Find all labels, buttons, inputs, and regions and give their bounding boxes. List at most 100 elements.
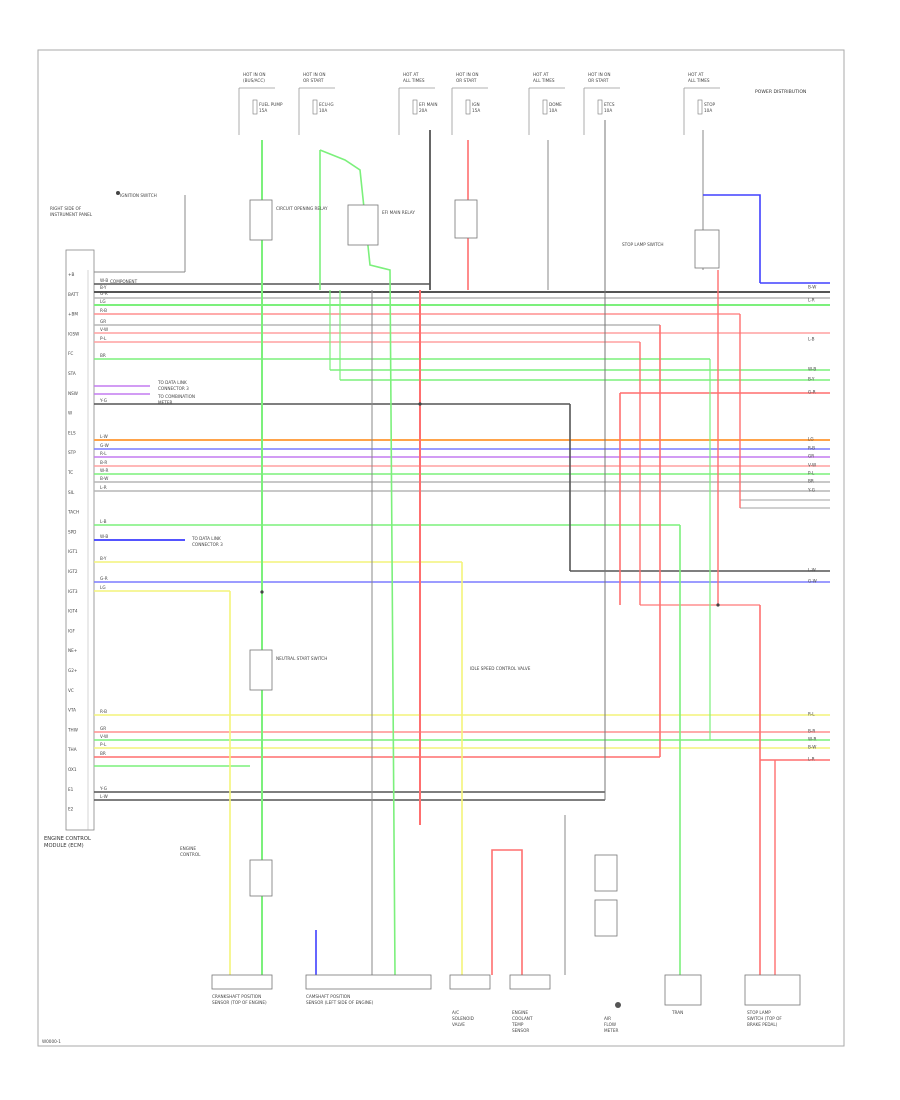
wire-label-left-12: R-L	[100, 451, 107, 456]
wire-label-left-21: LG	[100, 585, 106, 590]
fuse-top-0: HOT IN ON	[243, 72, 265, 77]
fuse-name-5: ETCS	[604, 102, 615, 107]
wire-label-right-4: B-Y	[808, 377, 815, 382]
wire-label-left-8: BR	[100, 353, 106, 358]
ecm-pin-3: IGSW	[68, 331, 79, 336]
wire-label-right-13: L-W	[808, 568, 816, 573]
wire-label-left-17: L-B	[100, 519, 107, 524]
ecm-pin-24: THA	[67, 747, 77, 752]
wire-label-right-9: V-W	[808, 463, 816, 468]
fuse-top-2: HOT AT	[403, 72, 419, 77]
fuse-top-1: HOT IN ON	[303, 72, 325, 77]
wire-label-right-3: W-B	[808, 367, 816, 372]
connector-ac-solenoid	[449, 974, 491, 990]
ecm-note-4: CONNECTOR 3	[158, 386, 189, 391]
wire-label-right-15: R-L	[808, 712, 815, 717]
wire-label-left-3: LG	[100, 299, 106, 304]
ecm-pin-7: W	[68, 411, 72, 416]
wire-label-left-26: BR	[100, 751, 106, 756]
fuse-amp-6: 10A	[704, 108, 712, 113]
fuse-icon-2	[412, 99, 418, 115]
connector-tran	[664, 974, 702, 1006]
ecm-pin-2: +BM	[68, 312, 78, 317]
ecm-note-0: COMPONENT	[110, 279, 138, 284]
bottom-label-4-1: FLOW	[604, 1022, 616, 1027]
wire-label-right-10: P-L	[808, 471, 815, 476]
splice-1	[260, 590, 264, 594]
wire-label-right-19: L-R	[808, 757, 815, 762]
ecm-pin-19: NE+	[68, 648, 78, 653]
fuse-top-4: HOT AT	[533, 72, 549, 77]
wire-label-right-12: Y-G	[807, 488, 815, 493]
fuse-sub-6: ALL TIMES	[688, 78, 710, 83]
fuse-amp-0: 15A	[259, 108, 267, 113]
wire-label-right-0: B-W	[808, 285, 816, 290]
ecm-pin-25: OX1	[68, 767, 77, 772]
fuse-amp-1: 10A	[319, 108, 327, 113]
wire-label-left-10: L-W	[100, 434, 108, 439]
wire-label-left-18: W-B	[100, 534, 108, 539]
relay-label-2: IGNITION SWITCH	[120, 193, 157, 198]
ecm-pin-22: VTA	[68, 708, 76, 713]
fuse-name-2: EFI MAIN	[419, 102, 437, 107]
vwire-red-j	[491, 849, 523, 975]
bottom-label-3-1: COOLANT	[512, 1016, 533, 1021]
bottom-label-1-1: SENSOR (LEFT SIDE OF ENGINE)	[306, 1000, 374, 1005]
wire-label-left-23: GR	[100, 726, 106, 731]
ecm-notes: COMPONENT RIGHT SIDE OF INSTRUMENT PANEL…	[50, 206, 223, 857]
wire-label-left-20: G-R	[100, 576, 108, 581]
ecm-note-7: TO DATA LINK	[191, 536, 221, 541]
ecm-connector	[65, 249, 95, 831]
vwire-blue-a	[703, 194, 761, 283]
ecm-note-1: RIGHT SIDE OF	[50, 206, 82, 211]
bottom-label-3-2: TEMP	[511, 1022, 524, 1027]
wire-label-left-19: B-Y	[100, 556, 107, 561]
wire-label-right-17: W-R	[808, 737, 816, 742]
ecm-note-6: METER	[158, 400, 172, 405]
ecm-pin-5: STA	[68, 371, 76, 376]
horizontal-wires	[94, 282, 830, 801]
wire-label-left-15: B-W	[100, 476, 108, 481]
ecm-note-3: TO DATA LINK	[157, 380, 187, 385]
wire-label-left-24: V-W	[100, 734, 108, 739]
fuse-sub-3: OR START	[456, 78, 477, 83]
ecm-pin-0: +B	[68, 272, 75, 277]
fuse-amp-3: 15A	[472, 108, 480, 113]
fuse-icon-4	[542, 99, 548, 115]
bottom-label-1-0: CAMSHAFT POSITION	[306, 994, 350, 999]
fuse-icon-5	[597, 99, 603, 115]
ecm-pin-27: E2	[68, 807, 74, 812]
bottom-label-4-2: METER	[604, 1028, 618, 1033]
ecm-note-9: ENGINE	[180, 846, 196, 851]
ecm-pin-16: IGT3	[68, 589, 78, 594]
fuse-top-3: HOT IN ON	[456, 72, 478, 77]
wire-label-right-8: GR	[808, 454, 814, 459]
ecm-pin-9: STP	[68, 450, 76, 455]
wire-label-right-2: L-B	[808, 337, 815, 342]
fuse-sub-0: (BUS/ACC)	[243, 78, 265, 83]
fuse-amp-4: 10A	[549, 108, 557, 113]
fuse-amp-5: 10A	[604, 108, 612, 113]
bottom-label-2-1: SOLENOID	[452, 1016, 474, 1021]
relay-text: CIRCUIT OPENING RELAY EFI MAIN RELAY IGN…	[120, 193, 664, 671]
fuse-icon-3	[465, 99, 471, 115]
fuse-sub-1: OR START	[303, 78, 324, 83]
ecm-pin-6: NSW	[68, 391, 78, 396]
relay-bottom-right-2	[594, 899, 618, 937]
bottom-label-3-0: ENGINE	[512, 1010, 528, 1015]
wire-label-left-9: Y-G	[99, 398, 107, 403]
fuse-top-6: HOT AT	[688, 72, 704, 77]
ground-symbol-1	[615, 1002, 621, 1008]
fuse-name-3: IGN	[472, 102, 480, 107]
ecm-label-2: MODULE (ECM)	[44, 843, 84, 849]
relay-efi-main	[347, 204, 379, 246]
bottom-label-6-2: BRAKE PEDAL)	[747, 1022, 778, 1027]
wire-label-left-28: L-W	[100, 794, 108, 799]
wire-label-left-14: W-R	[100, 468, 108, 473]
wire-label-right-11: BR	[808, 479, 814, 484]
fuse-name-6: STOP	[704, 102, 716, 107]
fuse-amp-2: 20A	[419, 108, 427, 113]
